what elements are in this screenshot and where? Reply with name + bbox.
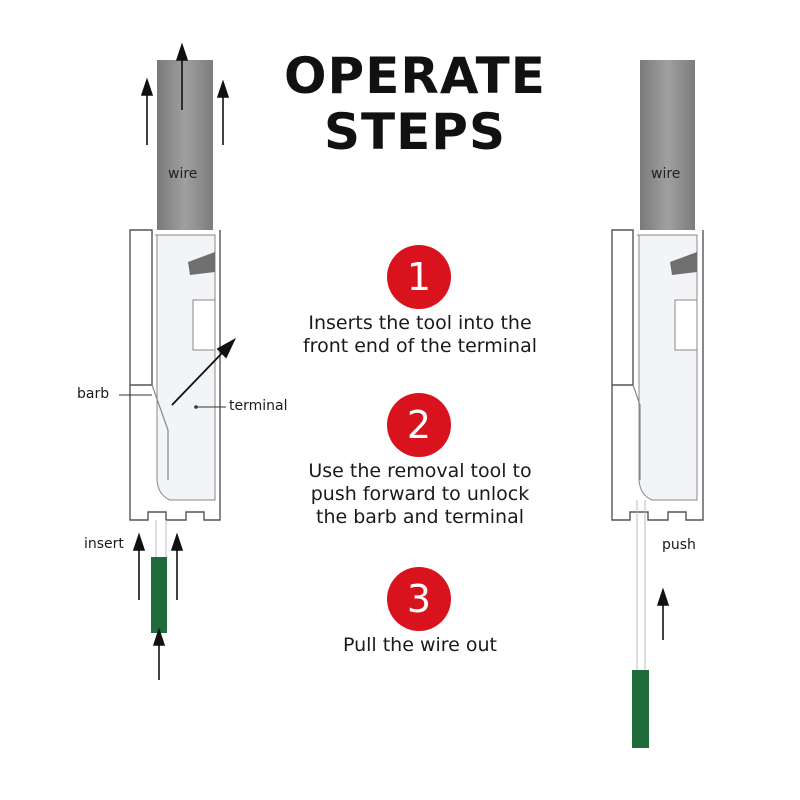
right-barb-line <box>632 384 641 480</box>
step-1-line-2: front end of the terminal <box>302 335 537 357</box>
step-2-line-3: the barb and terminal <box>316 506 524 528</box>
step-3-text: Pull the wire out <box>260 634 580 657</box>
left-wire-shoulder <box>188 252 215 275</box>
step-2-line-1: Use the removal tool to <box>308 460 532 482</box>
step-1-line-1: Inserts the tool into the <box>308 312 532 334</box>
right-green-tool <box>632 670 649 748</box>
insert-label: insert <box>84 536 124 552</box>
left-wire-label: wire <box>168 166 198 182</box>
terminal-label: terminal <box>229 398 288 414</box>
step-2-badge: 2 <box>387 393 451 457</box>
right-push-arrow <box>656 587 670 640</box>
right-wire-shoulder <box>670 252 697 275</box>
right-wire-label: wire <box>651 166 681 182</box>
right-terminal-notch <box>674 299 698 351</box>
push-label: push <box>662 537 696 553</box>
left-wire <box>157 60 213 230</box>
left-barb-line <box>151 384 169 480</box>
title-line-1: OPERATE <box>284 47 546 105</box>
step-2-line-2: push forward to unlock <box>310 483 530 505</box>
step-3-line-1: Pull the wire out <box>342 634 498 656</box>
left-green-tool <box>151 557 167 633</box>
step-2-text: Use the removal tool to push forward to … <box>260 460 580 529</box>
left-diagonal-arrow <box>171 337 237 406</box>
left-insert-arrows <box>132 532 184 680</box>
right-terminal-body <box>637 234 698 501</box>
step-1-text: Inserts the tool into the front end of t… <box>260 312 580 358</box>
left-up-arrows <box>140 42 230 145</box>
title-line-2: STEPS <box>324 103 506 161</box>
step-1-badge: 1 <box>387 245 451 309</box>
step-3-badge: 3 <box>387 567 451 631</box>
left-terminal-notch <box>192 299 216 351</box>
right-wire <box>640 60 695 230</box>
barb-label: barb <box>77 386 110 402</box>
page-title: OPERATE STEPS <box>250 48 580 160</box>
